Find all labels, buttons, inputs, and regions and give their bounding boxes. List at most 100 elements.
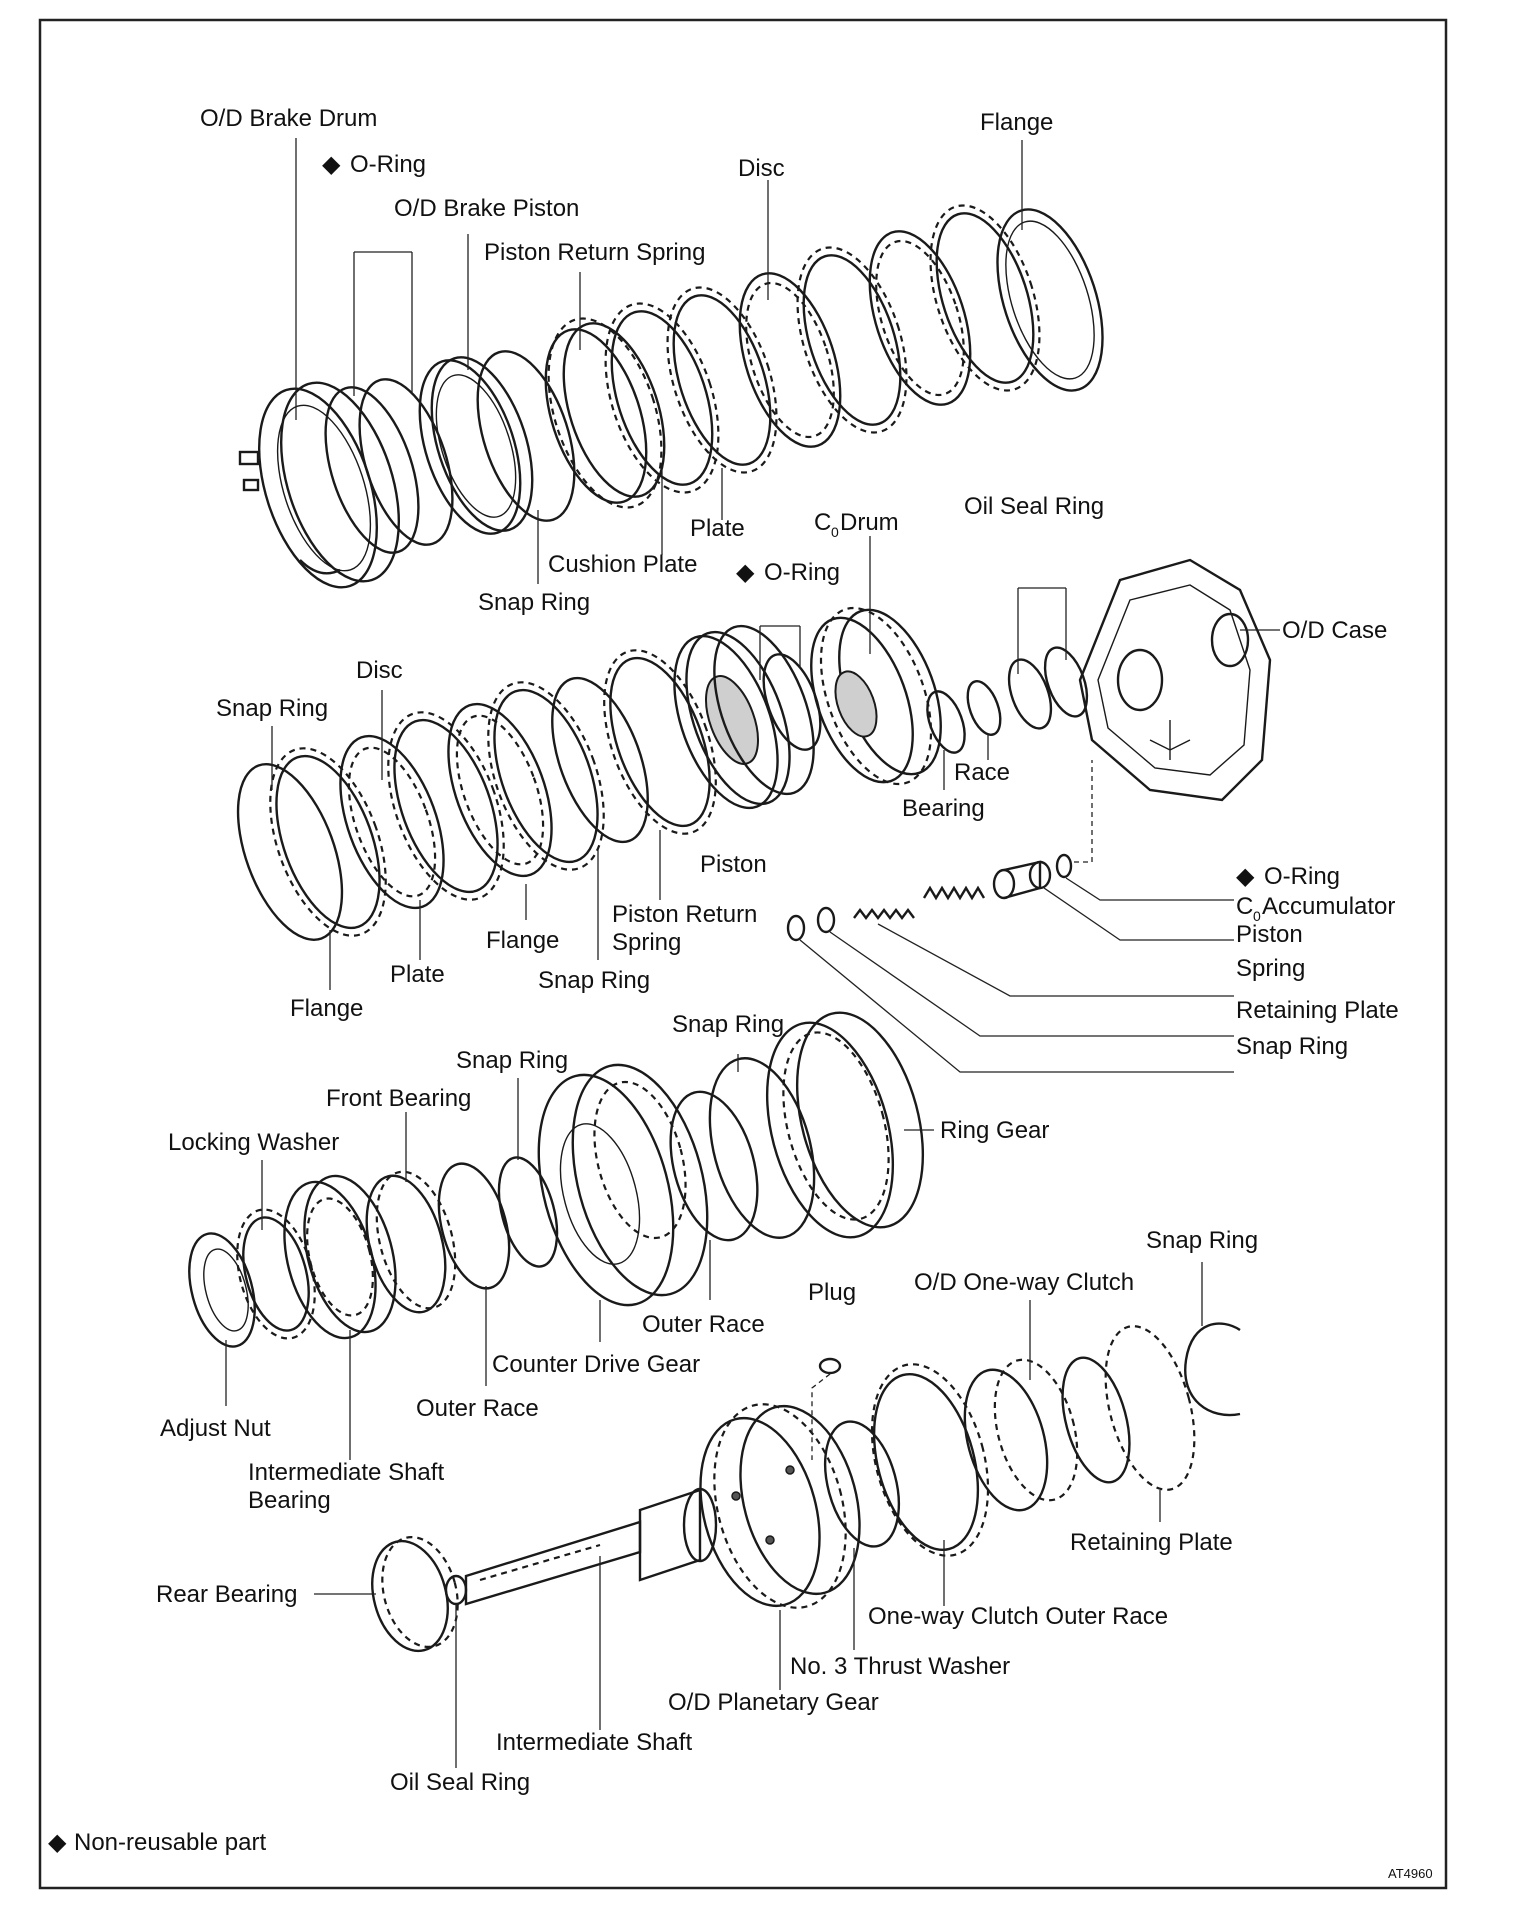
o-ring-part-3	[1055, 853, 1073, 879]
label-oil-seal-ring-1: Oil Seal Ring	[964, 493, 1104, 520]
label-one-way-clutch-outer-race: One-way Clutch Outer Race	[868, 1603, 1168, 1630]
disc-part-1	[738, 272, 842, 448]
o-ring-part-1b	[358, 378, 454, 546]
label-ring-gear: Ring Gear	[940, 1117, 1049, 1144]
labels: O/D Brake Drum ◆ O-Ring O/D Brake Piston…	[156, 105, 1399, 1796]
label-disc-1: Disc	[738, 155, 785, 182]
svg-text:Intermediate Shaft: Intermediate Shaft	[248, 1459, 444, 1486]
piston-part	[673, 630, 791, 810]
label-c0-drum: C 0 Drum	[814, 509, 899, 540]
legend-symbol: ◆	[48, 1829, 67, 1856]
spring-part-b	[922, 885, 986, 901]
label-no3-thrust-washer: No. 3 Thrust Washer	[790, 1653, 1010, 1680]
snap-ring-part-2	[236, 763, 344, 941]
label-spring: Spring	[1236, 955, 1305, 982]
label-front-bearing: Front Bearing	[326, 1085, 471, 1112]
counter-drive-gear-part	[537, 1063, 709, 1307]
plate-part-3	[929, 204, 1041, 392]
svg-text:Drum: Drum	[840, 509, 899, 536]
accumulator-dashed-line	[1074, 760, 1093, 863]
oil-seal-ring-part-2	[444, 1574, 468, 1606]
label-retaining-plate-1: Retaining Plate	[1236, 997, 1399, 1024]
plug-dashed-line	[811, 1373, 831, 1460]
label-intermediate-shaft: Intermediate Shaft	[496, 1729, 692, 1756]
cushion-plate-part	[604, 302, 720, 494]
label-oil-seal-ring-2: Oil Seal Ring	[390, 1769, 530, 1796]
label-piston: Piston	[700, 851, 767, 878]
flange-part-3	[487, 681, 605, 871]
legend: ◆ Non-reusable part	[48, 1829, 266, 1856]
label-plate-1: Plate	[690, 515, 745, 542]
label-disc-2: Disc	[356, 657, 403, 684]
label-piston-return-spring-1: Piston Return Spring	[484, 239, 705, 266]
label-race: Race	[954, 759, 1010, 786]
label-retaining-plate-2: Retaining Plate	[1070, 1529, 1233, 1556]
adjust-nut-part	[188, 1232, 256, 1348]
label-snap-ring-1: Snap Ring	[478, 589, 590, 616]
row4-planetary	[371, 1322, 1241, 1653]
label-adjust-nut: Adjust Nut	[160, 1415, 271, 1442]
label-flange-1: Flange	[980, 109, 1053, 136]
label-flange-3: Flange	[290, 995, 363, 1022]
label-outer-race-2: Outer Race	[416, 1395, 539, 1422]
label-rear-bearing: Rear Bearing	[156, 1581, 297, 1608]
flange-part-1	[996, 208, 1104, 392]
label-o-ring-1: O-Ring	[350, 151, 426, 178]
snap-ring-part-1	[476, 350, 576, 522]
no3-thrust-washer-part	[824, 1420, 900, 1548]
plate-part-2	[796, 246, 908, 434]
svg-text:Piston: Piston	[1236, 921, 1303, 948]
label-od-case: O/D Case	[1282, 617, 1387, 644]
label-outer-race-1: Outer Race	[642, 1311, 765, 1338]
label-snap-ring-2: Snap Ring	[216, 695, 328, 722]
snap-ring-part-4	[786, 914, 806, 942]
piston-return-spring-part-1	[544, 317, 666, 509]
figure-code: AT4960	[1388, 1866, 1433, 1881]
plate-part-4	[387, 711, 505, 901]
svg-text:0: 0	[831, 524, 839, 540]
label-snap-ring-7: Snap Ring	[1146, 1227, 1258, 1254]
svg-text:0: 0	[1253, 908, 1261, 924]
label-locking-washer: Locking Washer	[168, 1129, 339, 1156]
row3-gears	[188, 1011, 925, 1348]
row1-brake-pack	[238, 204, 1104, 589]
snap-ring-part-3	[551, 676, 649, 844]
svg-text:Spring: Spring	[612, 929, 681, 956]
label-bearing: Bearing	[902, 795, 985, 822]
label-counter-drive-gear: Counter Drive Gear	[492, 1351, 700, 1378]
label-od-brake-drum: O/D Brake Drum	[200, 105, 377, 132]
label-plate-2: Plate	[390, 961, 445, 988]
c0-accumulator-piston-part	[992, 860, 1052, 900]
label-cushion-plate: Cushion Plate	[548, 551, 697, 578]
diagram-frame	[38, 18, 1448, 1890]
piston-return-spring-part-2	[603, 649, 717, 835]
label-flange-2: Flange	[486, 927, 559, 954]
o-ring-part-1a	[324, 386, 420, 554]
label-od-planetary-gear: O/D Planetary Gear	[668, 1689, 879, 1716]
od-brake-piston-part	[418, 356, 534, 535]
plug-part	[818, 1357, 842, 1375]
svg-text:C: C	[1236, 893, 1253, 920]
od-brake-drum-part	[238, 381, 401, 589]
snap-ring-part-5	[497, 1156, 559, 1268]
svg-text:Piston Return: Piston Return	[612, 901, 757, 928]
label-piston-return-spring-2: Piston Return Spring	[612, 901, 757, 956]
od-planetary-gear-part	[699, 1403, 861, 1609]
spring-part-a	[853, 908, 915, 920]
od-one-way-clutch-part	[963, 1358, 1079, 1512]
retaining-plate-part-2	[1061, 1356, 1131, 1484]
snap-ring-part-7	[1184, 1322, 1241, 1417]
intermediate-shaft-part	[464, 1487, 718, 1606]
label-plug: Plug	[808, 1279, 856, 1306]
svg-text:Bearing: Bearing	[248, 1487, 331, 1514]
disc-part-4	[447, 702, 553, 878]
snap-ring-part-6	[708, 1057, 816, 1239]
c0-drum-part	[810, 606, 942, 786]
label-snap-ring-3: Snap Ring	[538, 967, 650, 994]
label-od-one-way-clutch: O/D One-way Clutch	[914, 1269, 1134, 1296]
svg-text:C: C	[814, 509, 831, 536]
disc-part-2	[868, 230, 972, 406]
outer-race-part-2	[437, 1162, 511, 1290]
label-c0-accumulator-piston: C 0 Accumulator Piston	[1236, 893, 1395, 948]
